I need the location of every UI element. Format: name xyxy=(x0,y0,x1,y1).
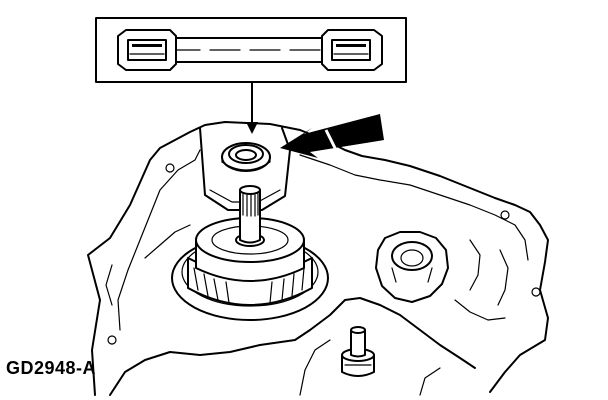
seal-ring xyxy=(221,142,271,172)
input-shaft xyxy=(239,185,261,244)
case-bore-boss xyxy=(375,231,449,303)
gear-teeth xyxy=(193,267,305,304)
pointer-arrow xyxy=(246,81,258,134)
seal-lip-right xyxy=(321,29,383,71)
bold-direction-arrow xyxy=(280,114,384,158)
clutch-drum xyxy=(171,217,329,321)
detail-callout-box xyxy=(95,17,407,83)
seal-lip-left xyxy=(117,29,177,71)
case-stud-fitting xyxy=(341,326,375,377)
shaft-splines xyxy=(242,193,259,217)
figure-code-label: GD2948-A xyxy=(6,358,97,378)
